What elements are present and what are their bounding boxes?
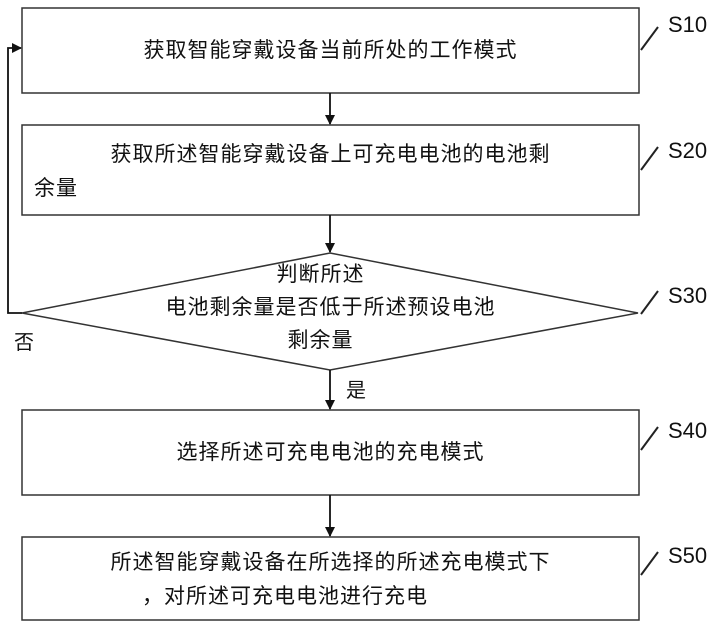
- step-tick-s30: [641, 291, 658, 314]
- step-label-s50: S50: [668, 543, 707, 569]
- step-s50-line1: 所述智能穿戴设备在所选择的所述充电模式下: [22, 545, 639, 579]
- step-label-s10: S10: [668, 12, 707, 38]
- step-s20-line1: 获取所述智能穿戴设备上可充电电池的电池剩: [22, 137, 639, 171]
- step-label-s30: S30: [668, 283, 707, 309]
- step-s40-line1: 选择所述可充电电池的充电模式: [177, 440, 485, 464]
- step-text-s20: 获取所述智能穿戴设备上可充电电池的电池剩 余量: [22, 137, 639, 205]
- step-s30-line2: 电池剩余量是否低于所述预设电池: [22, 291, 639, 324]
- step-s30-line1: 判断所述: [2, 258, 639, 291]
- step-s50-line2: ，对所述可充电电池进行充电: [22, 579, 639, 613]
- step-tick-s20: [641, 147, 658, 170]
- step-text-s10: 获取智能穿戴设备当前所处的工作模式: [22, 33, 639, 67]
- step-s30-line3: 剩余量: [2, 324, 639, 357]
- branch-label-yes: 是: [346, 374, 366, 403]
- step-s10-line1: 获取智能穿戴设备当前所处的工作模式: [144, 38, 518, 62]
- step-text-s40: 选择所述可充电电池的充电模式: [22, 435, 639, 469]
- step-tick-s40: [641, 427, 658, 450]
- step-text-s30: 判断所述 电池剩余量是否低于所述预设电池 剩余量: [22, 258, 639, 357]
- step-label-s20: S20: [668, 138, 707, 164]
- branch-label-no: 否: [14, 326, 34, 355]
- step-text-s50: 所述智能穿戴设备在所选择的所述充电模式下 ，对所述可充电电池进行充电: [22, 545, 639, 613]
- step-tick-s10: [641, 27, 658, 50]
- step-tick-s50: [641, 552, 658, 575]
- step-label-s40: S40: [668, 418, 707, 444]
- step-s20-line2: 余量: [22, 171, 639, 205]
